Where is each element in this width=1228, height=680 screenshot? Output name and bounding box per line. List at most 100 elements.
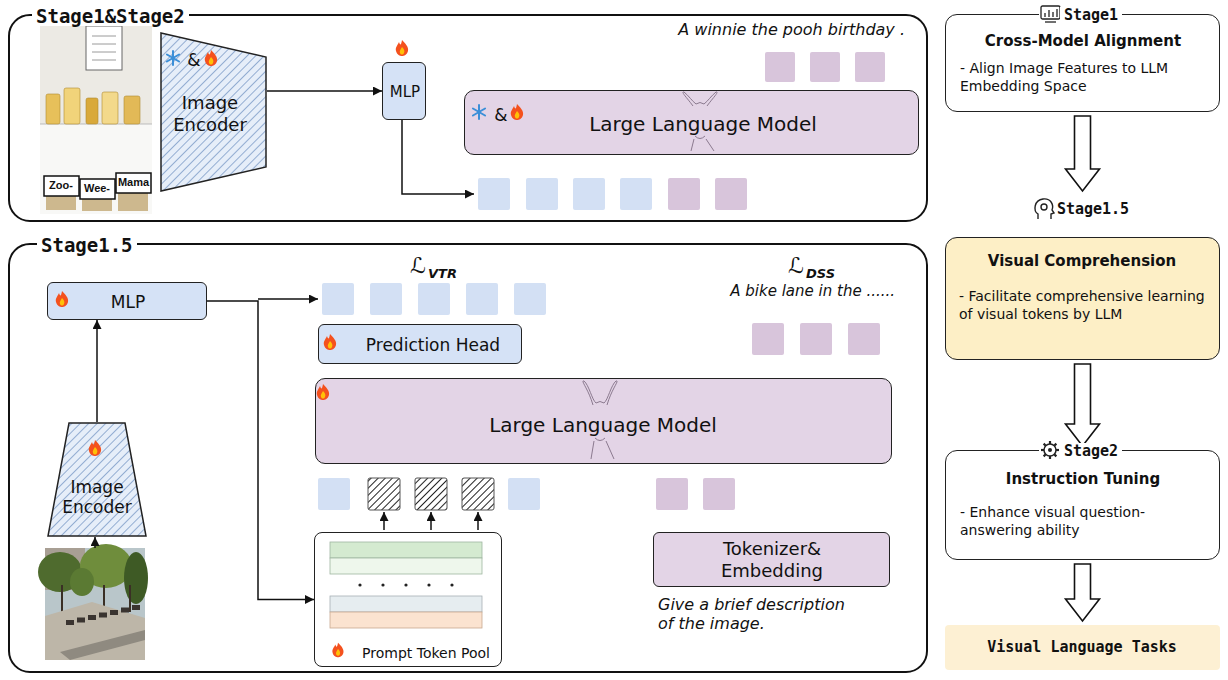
jar (46, 94, 60, 124)
loss-subscript: DSS (806, 266, 835, 282)
image-encoder: Image Encoder (47, 422, 147, 537)
node-text: Cross-Model Alignment (985, 32, 1181, 50)
prompt-token (415, 478, 447, 510)
flame (89, 440, 101, 456)
snowflake-icon (473, 105, 485, 119)
llama-neck (691, 139, 714, 151)
text-token (810, 52, 840, 82)
loss-symbol: ℒ (410, 253, 426, 279)
text-token (703, 478, 735, 510)
flame-core (209, 57, 214, 65)
llama-neck (591, 441, 614, 459)
stage-box: Stage1Cross-Model Alignment- Align Image… (945, 14, 1220, 112)
bench (121, 608, 129, 613)
icon-ground (1039, 440, 1061, 461)
photo-sign-card (44, 176, 79, 196)
node-text: Large Language Model (489, 413, 717, 437)
text-token (752, 323, 784, 355)
visual-token (526, 178, 558, 210)
flame (396, 40, 408, 56)
flame (332, 643, 343, 657)
visual-token (514, 283, 546, 315)
monitor-bar (1052, 12, 1053, 17)
prompt-wire (430, 512, 432, 530)
text-token (668, 178, 700, 210)
llm-box: Large Language Model (315, 378, 892, 464)
sign-line (92, 52, 116, 53)
visual-token (573, 178, 605, 210)
photo-path (45, 602, 145, 660)
basket (118, 193, 148, 211)
flow-arrow (267, 90, 382, 92)
party-photo (40, 20, 152, 214)
llama-outline (583, 381, 617, 459)
sign-line (92, 44, 116, 45)
fire-icon (317, 384, 329, 400)
ellipsis-dot (358, 583, 361, 586)
llama-outline (683, 92, 717, 151)
prompt-token-pool: Prompt Token Pool (314, 532, 502, 667)
mlp-box: MLP (47, 282, 207, 320)
loss-symbol: ℒ (788, 253, 804, 279)
loss-subscript: VTR (428, 266, 457, 282)
bench (66, 620, 74, 625)
node-text: Image Encoder (164, 92, 256, 135)
encoder-outline (161, 33, 266, 191)
flame (324, 334, 336, 350)
node-text: & (494, 105, 507, 125)
monitor-icon (1039, 4, 1062, 25)
photo-sign-text: Wee- (83, 182, 111, 195)
node-text: Image Encoder (57, 477, 137, 518)
snowflake-spoke (473, 109, 485, 116)
visual-token (478, 178, 510, 210)
snowflake-spoke (478, 105, 480, 119)
photo-sign-card (80, 179, 115, 199)
flame-core (60, 298, 65, 306)
prompt-text: Give a brief description of the image. (658, 595, 853, 633)
gear-tooth (1049, 456, 1051, 459)
caption-text: A winnie the pooh birthday . (678, 20, 905, 39)
pool-bar (330, 542, 482, 558)
stage-chevron (1066, 116, 1100, 191)
jar (64, 88, 80, 124)
flame-core (93, 447, 98, 455)
tree-trunk (129, 585, 131, 612)
visual-token (418, 283, 450, 315)
sign-line (92, 60, 116, 61)
flame (317, 384, 329, 400)
gear-tooth (1044, 444, 1046, 446)
tree-trunk (61, 585, 63, 612)
bike-lane (60, 630, 145, 660)
node-text: Prompt Token Pool (362, 645, 490, 662)
gear-icon (1039, 440, 1061, 461)
wall-sign (86, 26, 122, 70)
bench (88, 615, 96, 620)
caption-text: A bike lane in the ...... (730, 282, 895, 300)
stage-box: Stage2Instruction Tuning- Enhance visual… (945, 450, 1220, 560)
sign-line (92, 36, 116, 37)
bench (77, 618, 85, 623)
monitor-stand (1045, 21, 1056, 22)
llama-ear (704, 92, 717, 106)
prompt-pool-bars (330, 542, 482, 628)
photo-wall (40, 20, 152, 214)
snowflake-core (477, 110, 481, 114)
task-box: Visual Language Tasks (945, 625, 1220, 670)
pool-bar (330, 558, 482, 574)
flame (56, 291, 68, 307)
snowflake-spoke (172, 51, 174, 65)
gear-ring (1041, 204, 1047, 210)
llama-head (696, 103, 704, 105)
node-text: - Enhance visual question-answering abil… (960, 503, 1210, 539)
ellipsis-dot (450, 583, 453, 586)
photo-sign-text: Mama (117, 176, 150, 189)
stage-panel: &Image EncoderMLP&Large Language ModelSt… (8, 14, 928, 222)
visual-token (370, 283, 402, 315)
tree (70, 568, 94, 596)
llama-chin (595, 438, 605, 441)
jar (124, 96, 140, 124)
text-token (848, 323, 880, 355)
fire-icon (205, 50, 217, 66)
node-text: Stage1&Stage2 (32, 6, 189, 27)
bench (132, 605, 140, 610)
